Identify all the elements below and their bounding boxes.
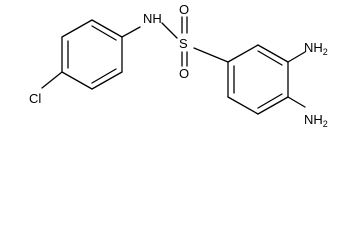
ring2-bond <box>227 44 259 63</box>
atom-label-o-top: O <box>179 2 189 17</box>
c-nh2-bond <box>287 51 306 63</box>
n-s-bond <box>161 22 178 39</box>
atom-label-o-bottom: O <box>179 66 189 81</box>
ring1-bond <box>61 19 93 38</box>
nh2-top-subscript: 2 <box>323 47 328 57</box>
ring1-bond <box>61 71 93 90</box>
c-cl-bond <box>41 71 63 89</box>
nh2-bottom-subscript: 2 <box>323 119 328 129</box>
ring1-bond <box>91 71 123 90</box>
atom-label-nh: NH <box>143 11 162 26</box>
nh2-bottom-main: NH <box>304 112 323 127</box>
ring2-double-bond <box>257 93 283 109</box>
chemical-structure-diagram: NH S O O Cl NH2 NH2 <box>29 2 328 129</box>
atom-label-s: S <box>179 36 188 51</box>
ring2-bond <box>227 96 259 115</box>
ring2-bond <box>257 44 289 63</box>
c-n-bond <box>121 26 141 38</box>
ring2-bond <box>257 96 289 115</box>
ring1-bond <box>91 19 123 38</box>
atom-label-cl: Cl <box>29 91 41 106</box>
ring1-double-bond <box>91 25 117 41</box>
atom-label-nh2-top: NH2 <box>304 40 328 57</box>
nh2-top-main: NH <box>304 40 323 55</box>
molecule-drawing: NH S O O Cl NH2 NH2 <box>29 2 328 129</box>
diaminophenyl-ring <box>227 44 289 115</box>
ring1-double-bond <box>91 68 117 84</box>
c-nh2-bond <box>287 96 306 108</box>
s-c-bond <box>193 47 229 63</box>
ring2-double-bond <box>257 50 283 66</box>
chlorophenyl-ring <box>61 19 123 90</box>
atom-label-nh2-bottom: NH2 <box>304 112 328 129</box>
